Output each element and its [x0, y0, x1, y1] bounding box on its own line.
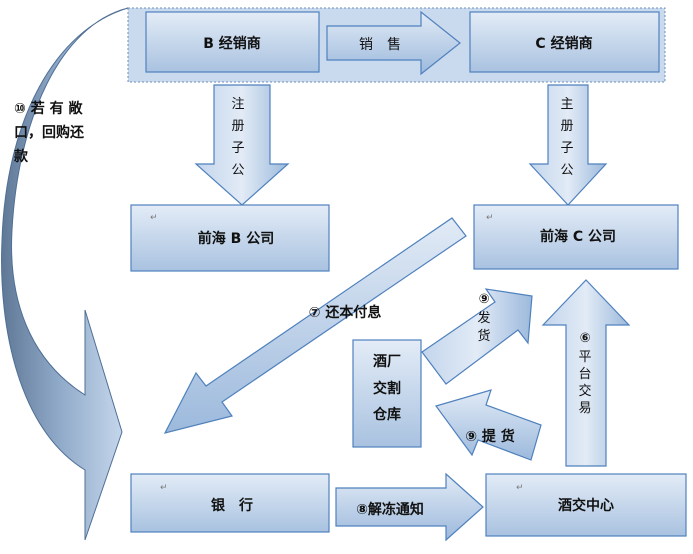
bank-label: 银 行: [211, 497, 253, 514]
qianhai-c-box: [473, 204, 679, 270]
pickup-label: ⑨ 提 货: [465, 428, 515, 445]
pickup-arrow: [435, 389, 542, 461]
exchange-box: [485, 473, 687, 537]
paragraph-mark: ↵: [150, 213, 158, 223]
paragraph-mark: ↵: [516, 483, 524, 493]
unfreeze-arrow: [335, 472, 484, 542]
c-dealer-label: C 经销商: [535, 35, 592, 52]
register-b-char-1: 注: [231, 97, 244, 112]
exchange-label: 酒交中心: [558, 497, 614, 514]
register-c-arrow: [528, 84, 608, 206]
register-c-char-1: 主: [560, 97, 573, 112]
qianhai-b-box: [130, 204, 330, 272]
sale-label: 销 售: [359, 37, 401, 53]
repay-arrow: [163, 217, 467, 434]
register-b-char-3: 子: [231, 141, 244, 156]
warehouse-line-2: 交割: [373, 380, 401, 397]
platform-char-4: 交: [578, 383, 591, 399]
platform-char-3: 台: [578, 367, 591, 382]
c-dealer-box: [469, 11, 660, 73]
paragraph-mark: ↵: [486, 213, 494, 223]
buyback-line-2: 口，回购还: [14, 124, 85, 141]
register-c-char-4: 公: [560, 163, 573, 178]
qianhai-b-label: 前海 B 公司: [198, 230, 274, 247]
sale-arrow: [326, 10, 461, 76]
unfreeze-label: ⑧解冻通知: [356, 501, 424, 518]
bank-box: [130, 473, 330, 533]
ship-arrow: [421, 288, 533, 385]
register-c-char-2: 册: [560, 119, 573, 134]
ship-char-3: 货: [477, 328, 490, 344]
platform-char-5: 易: [578, 401, 591, 416]
buyback-line-3: 款: [14, 148, 29, 165]
ship-char-1: ⑨: [478, 292, 489, 307]
buyback-line-1: ⑩ 若 有 敞: [14, 100, 83, 117]
platform-trade-arrow: [541, 279, 631, 467]
repay-label: ⑦ 还本付息: [309, 304, 382, 321]
b-dealer-box: [145, 11, 320, 73]
register-b-char-2: 册: [231, 119, 244, 134]
platform-char-1: ⑥: [579, 331, 590, 346]
warehouse-line-1: 酒厂: [373, 354, 401, 370]
warehouse-box: [352, 339, 422, 448]
register-b-char-4: 公: [231, 163, 244, 178]
qianhai-c-label: 前海 C 公司: [540, 228, 616, 245]
register-b-arrow: [194, 84, 290, 206]
b-dealer-label: B 经销商: [203, 35, 261, 52]
register-c-char-3: 子: [560, 141, 573, 156]
platform-char-2: 平: [578, 350, 591, 365]
buyback-curve-arrow: [1, 7, 129, 541]
paragraph-mark: ↵: [160, 483, 168, 493]
warehouse-line-3: 仓库: [372, 406, 401, 423]
ship-char-2: 发: [477, 310, 490, 326]
